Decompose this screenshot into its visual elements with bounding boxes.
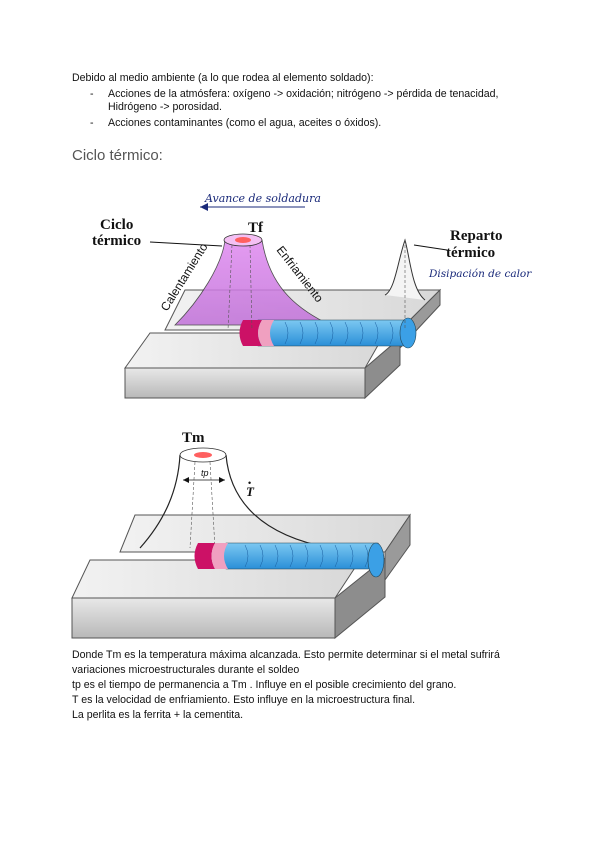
tm-label: Tm <box>182 430 205 446</box>
thermal-cycle-core <box>235 237 251 243</box>
bullet-dash: - <box>90 117 94 129</box>
ciclo-label-1: Ciclo <box>100 217 133 233</box>
intro-text: Debido al medio ambiente (a lo que rodea… <box>72 72 374 84</box>
front-plate-side <box>334 556 386 640</box>
paragraph-line-4: T es la velocidad de enfriamiento. Esto … <box>72 694 416 706</box>
figure-1: Ciclo térmico Tf Avance de soldadura Cal… <box>92 192 532 400</box>
front-plate-front <box>124 367 366 399</box>
thermal-cycle-curve <box>139 454 331 549</box>
tdot-label: T <box>246 484 255 499</box>
bullet-dash: - <box>90 88 94 100</box>
front-plate-side <box>364 336 401 400</box>
tp-label: tp <box>201 468 209 478</box>
weld-bead-hot-zone <box>194 543 215 569</box>
paragraph-line-2: variaciones microestructurales durante e… <box>72 664 300 676</box>
bullet-1-line-1: Acciones de la atmósfera: oxígeno -> oxi… <box>108 88 499 100</box>
weld-bead-hot-zone <box>239 320 262 346</box>
tdot-dot: • <box>248 478 251 488</box>
front-plate-front <box>71 597 336 639</box>
paragraph-line-5: La perlita es la ferrita + la cementita. <box>72 709 244 721</box>
weld-bead-warm-zone <box>258 320 274 346</box>
avance-arrow-head <box>200 203 208 211</box>
thermal-cycle-core <box>194 452 212 458</box>
weld-bead <box>253 319 415 347</box>
weld-bead-end <box>367 542 385 578</box>
tf-label: Tf <box>248 220 264 236</box>
reparto-label-1: Reparto <box>450 228 503 244</box>
ciclo-label-2: térmico <box>92 233 141 249</box>
bullet-1-line-2: Hidrógeno -> porosidad. <box>108 101 222 113</box>
avance-label: Avance de soldadura <box>204 192 321 205</box>
disipacion-label: Disipación de calor <box>428 268 532 280</box>
ciclo-pointer <box>149 241 223 247</box>
paragraph-line-3: tp es el tiempo de permanencia a Tm . In… <box>72 679 457 691</box>
figure-2: Tm tp T • <box>71 430 411 640</box>
reparto-pointer <box>413 244 448 251</box>
bullet-2-line-1: Acciones contaminantes (como el agua, ac… <box>108 117 382 129</box>
weld-bead-warm-zone <box>211 543 228 569</box>
weld-bead-end <box>399 317 417 349</box>
paragraph-line-1: Donde Tm es la temperatura máxima alcanz… <box>72 649 500 661</box>
section-heading: Ciclo térmico: <box>72 147 163 164</box>
reparto-label-2: térmico <box>446 245 495 261</box>
